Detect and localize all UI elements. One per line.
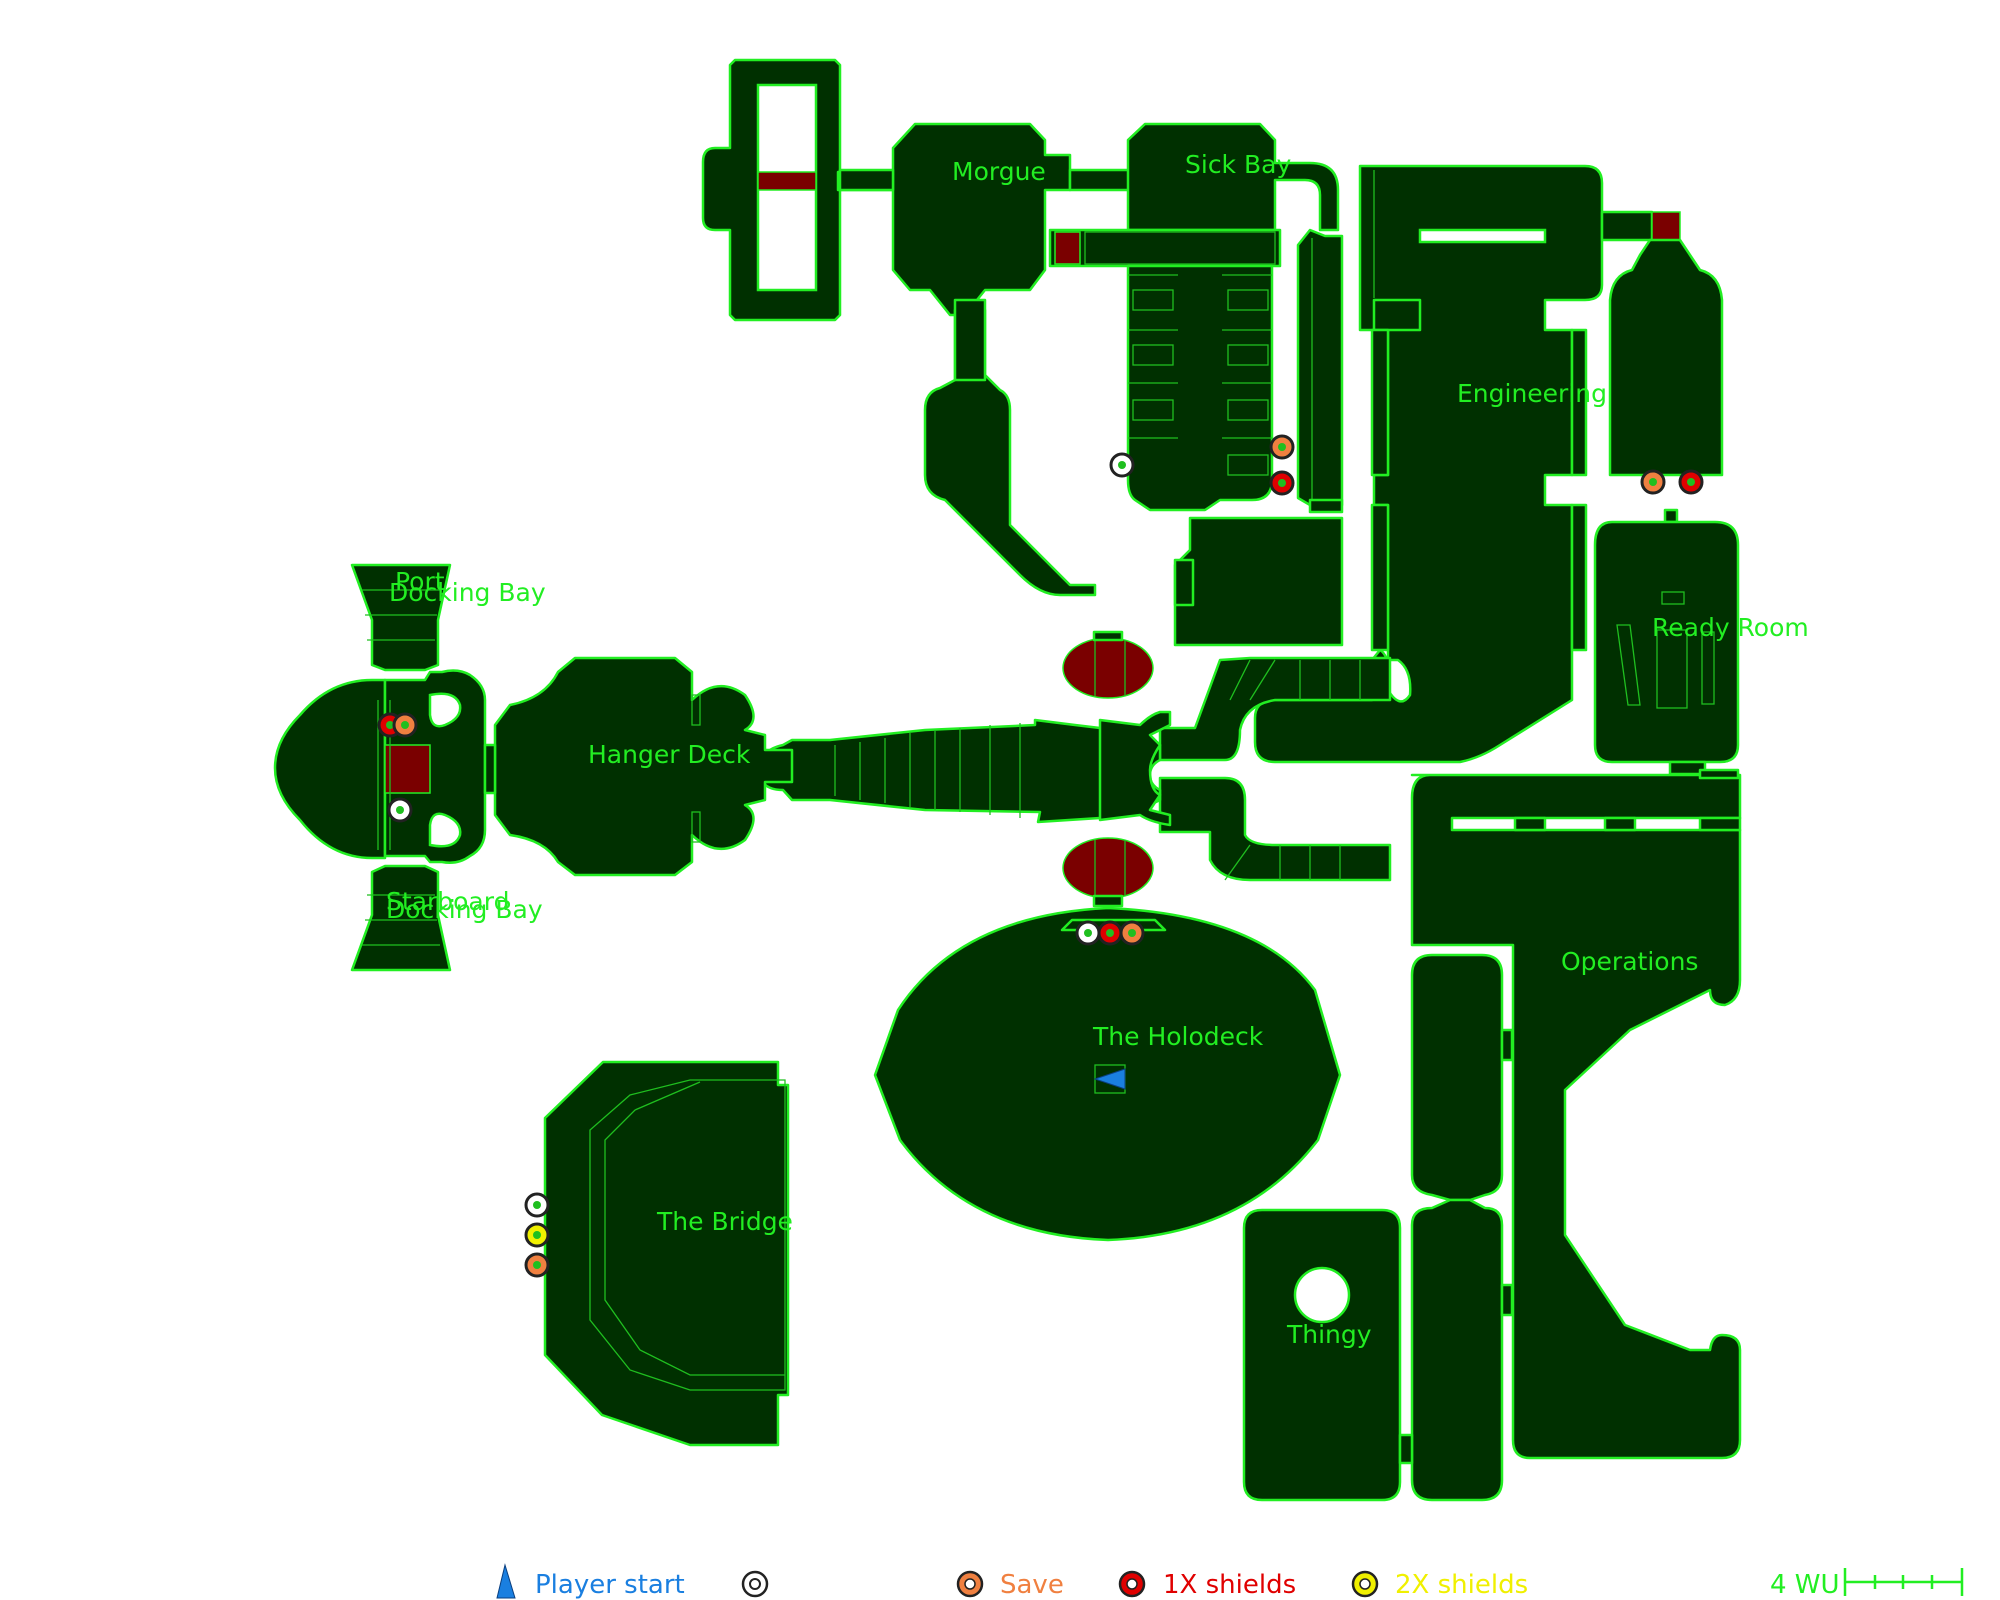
white-marker — [387, 797, 413, 823]
docking-area — [273, 563, 497, 972]
starboard-docking-bay-room — [350, 864, 452, 972]
engineering-area — [1253, 164, 1724, 764]
ready-room-area — [1593, 508, 1740, 776]
shields-1x-marker — [1097, 920, 1123, 946]
legend-2x-shields: 2X shields — [1395, 1570, 1528, 1600]
label-thingy: Thingy — [1286, 1320, 1372, 1349]
label-hanger-deck: Hanger Deck — [588, 740, 751, 769]
label-operations: Operations — [1561, 947, 1698, 976]
white-marker-legend-icon — [741, 1570, 769, 1598]
ready-room — [1593, 520, 1740, 764]
hanger-deck-room — [493, 656, 794, 877]
label-holodeck: The Holodeck — [1092, 1022, 1264, 1051]
shields-2x-marker — [524, 1222, 550, 1248]
player-start-icon — [1093, 1064, 1126, 1094]
label-ready-room: Ready Room — [1652, 613, 1809, 642]
legend: Player start Save 1X shields 2X shields … — [496, 1563, 1964, 1600]
thingy-room — [1242, 1208, 1402, 1502]
label-sick-bay: Sick Bay — [1185, 150, 1291, 179]
white-marker — [1075, 920, 1101, 946]
white-marker — [524, 1192, 550, 1218]
bridge-room — [543, 1060, 790, 1447]
save-marker — [524, 1252, 550, 1278]
white-marker — [1109, 452, 1135, 478]
label-bridge: The Bridge — [656, 1207, 793, 1236]
port-docking-bay-room — [350, 563, 452, 672]
legend-player-start: Player start — [535, 1570, 685, 1600]
label-starboard-line2: Docking Bay — [386, 895, 543, 924]
player-start-legend-icon — [496, 1563, 516, 1599]
legend-scale-label: 4 WU — [1770, 1570, 1840, 1600]
save-marker — [392, 712, 418, 738]
label-morgue: Morgue — [952, 157, 1046, 186]
morgue-room — [891, 122, 1072, 317]
holodeck-room — [873, 906, 1342, 1242]
save-marker — [1119, 920, 1145, 946]
scale-bar — [1843, 1568, 1964, 1596]
shields-2x-legend-icon — [1351, 1570, 1379, 1598]
morgue-area — [701, 58, 1132, 597]
save-legend-icon — [956, 1570, 984, 1598]
label-engineering: Engineering — [1457, 379, 1607, 408]
sick-bay-room — [1126, 122, 1340, 232]
shields-1x-legend-icon — [1118, 1570, 1146, 1598]
legend-1x-shields: 1X shields — [1163, 1570, 1296, 1600]
label-starboard-line1: Starboard — [386, 887, 509, 916]
engineering-room — [1253, 164, 1604, 764]
label-port-line1: Port — [395, 567, 445, 596]
operations-area — [1410, 768, 1742, 1460]
label-port-line2: Docking Bay — [389, 578, 546, 607]
hanger-deck-area — [493, 656, 794, 877]
save-marker — [1640, 469, 1666, 495]
pickup-markers — [377, 434, 1704, 1278]
shields-1x-marker — [1269, 470, 1295, 496]
hub-area — [756, 630, 1172, 908]
save-marker — [1269, 434, 1295, 460]
shields-1x-marker — [1678, 469, 1704, 495]
operations-room — [1410, 773, 1742, 1460]
bridge-area — [543, 1060, 790, 1447]
sick-bay-area — [1048, 122, 1344, 514]
legend-save: Save — [1000, 1570, 1064, 1600]
